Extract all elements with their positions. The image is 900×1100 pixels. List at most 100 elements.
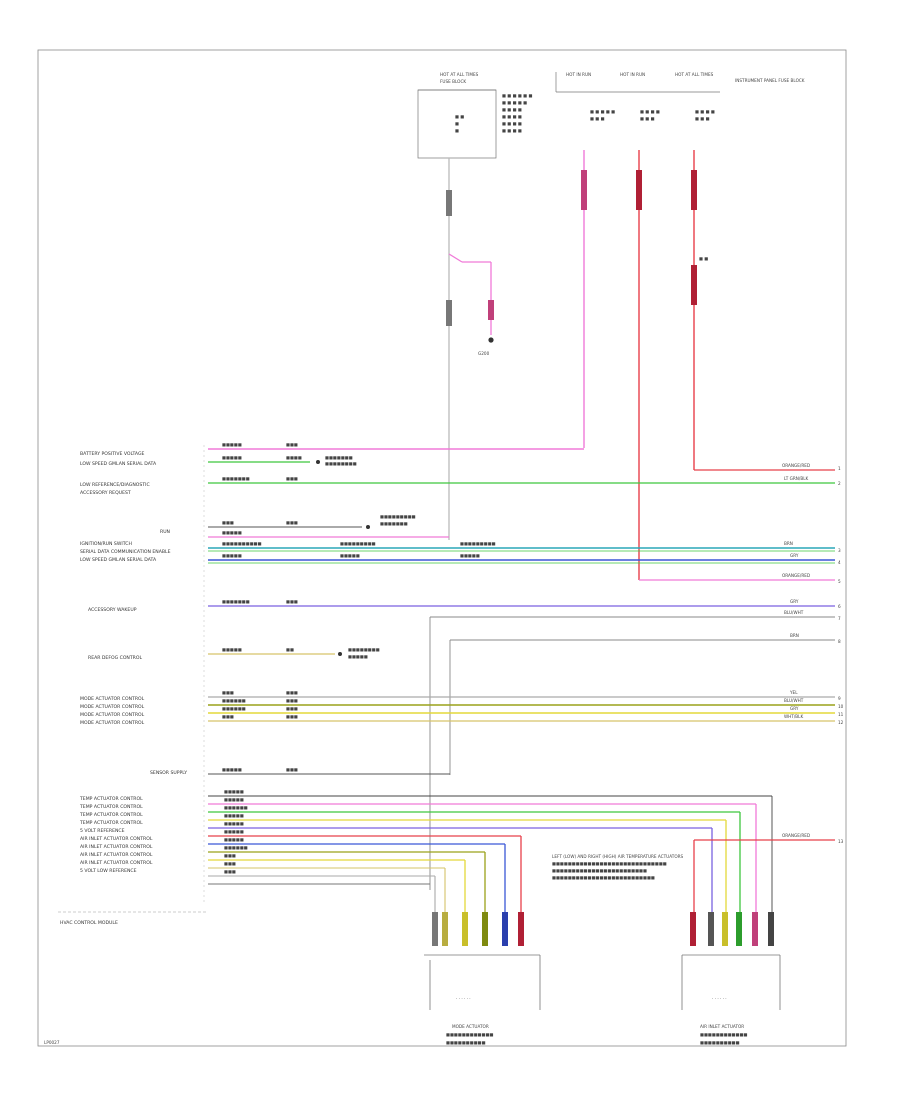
svg-text:■ ■ ■ ■ ■: ■ ■ ■ ■ ■ [502,100,527,105]
svg-text:■■■: ■■■ [224,861,236,866]
svg-text:■■■■■■: ■■■■■■ [222,698,246,703]
svg-text:■■■: ■■■ [286,767,298,772]
svg-text:ACCESSORY REQUEST: ACCESSORY REQUEST [80,490,131,496]
svg-text:■■■: ■■■ [222,520,234,525]
svg-text:■ ■ ■: ■ ■ ■ [640,116,655,121]
svg-text:■■■■: ■■■■ [286,455,302,460]
svg-text:MODE ACTUATOR CONTROL: MODE ACTUATOR CONTROL [80,720,145,726]
svg-text:■■■■■■■: ■■■■■■■ [380,521,408,526]
svg-text:■■■■■■■■■■■■: ■■■■■■■■■■■■ [700,1032,748,1037]
diagram-border [37,49,847,1047]
svg-text:GRY: GRY [790,706,799,711]
svg-text:■ ■ ■: ■ ■ ■ [695,116,710,121]
svg-text:WHT/BLK: WHT/BLK [784,714,803,719]
svg-text:■■■■■: ■■■■■ [222,647,242,652]
svg-text:TEMP ACTUATOR CONTROL: TEMP ACTUATOR CONTROL [79,812,143,818]
svg-text:■■■■■: ■■■■■ [222,530,242,535]
svg-text:TEMP ACTUATOR CONTROL: TEMP ACTUATOR CONTROL [79,820,143,826]
svg-text:4: 4 [838,560,841,565]
svg-text:■■■■■: ■■■■■ [224,837,244,842]
svg-text:· · · · · ·: · · · · · · [712,996,727,1001]
svg-text:2: 2 [838,481,841,486]
svg-text:■■■■■: ■■■■■ [222,442,242,447]
svg-text:HOT AT ALL TIMES: HOT AT ALL TIMES [440,72,479,77]
svg-text:AIR INLET ACTUATOR CONTROL: AIR INLET ACTUATOR CONTROL [80,836,153,842]
svg-text:HVAC CONTROL MODULE: HVAC CONTROL MODULE [60,920,118,926]
svg-text:■■■■■: ■■■■■ [340,553,360,558]
svg-text:LEFT (LOW) AND RIGHT (HIGH) AI: LEFT (LOW) AND RIGHT (HIGH) AIR TEMPERAT… [552,854,684,859]
svg-text:MODE ACTUATOR CONTROL: MODE ACTUATOR CONTROL [80,696,145,702]
svg-text:BRN: BRN [784,541,793,546]
svg-text:SERIAL DATA COMMUNICATION ENAB: SERIAL DATA COMMUNICATION ENABLE [80,549,171,555]
fuse-block-top-right: HOT IN RUN HOT IN RUN HOT AT ALL TIMES I… [555,72,805,121]
svg-text:5: 5 [838,579,841,584]
svg-text:RUN: RUN [160,529,170,535]
svg-text:■ ■: ■ ■ [455,114,464,119]
svg-text:■ ■: ■ ■ [699,256,708,261]
svg-text:· · · · · ·: · · · · · · [456,996,471,1001]
svg-text:AIR INLET ACTUATOR: AIR INLET ACTUATOR [700,1024,744,1029]
svg-text:7: 7 [838,616,841,621]
svg-text:■ ■ ■ ■: ■ ■ ■ ■ [502,114,522,119]
svg-text:YEL: YEL [789,690,798,695]
svg-text:■: ■ [455,121,459,126]
svg-text:■■■■■■■■■■: ■■■■■■■■■■ [446,1040,486,1045]
svg-text:13: 13 [838,839,844,844]
svg-text:HOT AT ALL TIMES: HOT AT ALL TIMES [675,72,714,77]
svg-text:■■■■■■■■■■■■: ■■■■■■■■■■■■ [446,1032,494,1037]
svg-text:■■■■■■: ■■■■■■ [224,805,248,810]
svg-text:■■■: ■■■ [224,853,236,858]
fuse-block-top-left: HOT AT ALL TIMES FUSE BLOCK ■ ■ ■ ■ ■ ■ … [417,72,532,159]
svg-text:ORANGE/RED: ORANGE/RED [782,573,810,578]
svg-text:■■■■■■■■■■: ■■■■■■■■■■ [700,1040,740,1045]
svg-text:TEMP ACTUATOR CONTROL: TEMP ACTUATOR CONTROL [79,796,143,802]
svg-text:■■■■■■: ■■■■■■ [224,845,248,850]
svg-text:■: ■ [455,128,459,133]
svg-text:■ ■ ■: ■ ■ ■ [590,116,605,121]
svg-text:AIR INLET ACTUATOR CONTROL: AIR INLET ACTUATOR CONTROL [80,860,153,866]
svg-text:3: 3 [838,548,841,553]
svg-text:■■■: ■■■ [286,476,298,481]
svg-text:MODE ACTUATOR CONTROL: MODE ACTUATOR CONTROL [80,712,145,718]
svg-text:■■■: ■■■ [222,690,234,695]
svg-text:■■■: ■■■ [222,714,234,719]
svg-text:MODE ACTUATOR CONTROL: MODE ACTUATOR CONTROL [80,704,145,710]
svg-text:TEMP ACTUATOR CONTROL: TEMP ACTUATOR CONTROL [79,804,143,810]
svg-text:LOW REFERENCE/DIAGNOSTIC: LOW REFERENCE/DIAGNOSTIC [80,482,150,488]
svg-text:REAR DEFOG CONTROL: REAR DEFOG CONTROL [88,655,142,661]
svg-text:■■■: ■■■ [286,706,298,711]
svg-text:BLU/WHT: BLU/WHT [784,698,804,703]
svg-text:■■■: ■■■ [286,690,298,695]
svg-text:■ ■ ■ ■: ■ ■ ■ ■ [502,107,522,112]
svg-text:GRY: GRY [790,599,799,604]
svg-text:■■■■■: ■■■■■ [224,797,244,802]
svg-text:■■■■■■■■■■■■■■■■■■■■■■■■■■■■■: ■■■■■■■■■■■■■■■■■■■■■■■■■■■■■ [552,861,667,866]
svg-text:AIR INLET ACTUATOR CONTROL: AIR INLET ACTUATOR CONTROL [80,844,153,850]
svg-text:■■■■■■■■■■: ■■■■■■■■■■ [222,541,262,546]
right-pin-marks: 1 2 3 4 5 6 7 8 9 10 11 12 13 [838,466,844,844]
svg-text:LP0027: LP0027 [44,1040,60,1045]
svg-text:■ ■ ■ ■ ■ ■: ■ ■ ■ ■ ■ ■ [502,93,532,98]
svg-text:6: 6 [838,604,841,609]
svg-text:10: 10 [838,704,844,709]
svg-text:LT GRN/BLK: LT GRN/BLK [784,476,809,481]
svg-text:■■■: ■■■ [224,869,236,874]
svg-text:■■■■■: ■■■■■ [224,829,244,834]
svg-text:■■■■■: ■■■■■ [224,813,244,818]
svg-text:■■■■■■: ■■■■■■ [222,706,246,711]
svg-text:■■■■■■■■■: ■■■■■■■■■ [460,541,496,546]
svg-text:G200: G200 [478,351,490,356]
svg-text:■■■: ■■■ [286,599,298,604]
left-label-column: BATTERY POSITIVE VOLTAGE LOW SPEED GMLAN… [44,451,206,1045]
svg-text:■ ■ ■ ■: ■ ■ ■ ■ [502,128,522,133]
air-inlet-actuator: · · · · · · AIR INLET ACTUATOR ■■■■■■■■■… [552,854,781,1045]
svg-text:11: 11 [838,712,844,717]
svg-text:■■■■■: ■■■■■ [222,553,242,558]
svg-text:8: 8 [838,639,841,644]
svg-text:FUSE BLOCK: FUSE BLOCK [440,79,466,84]
svg-text:■■■■■■■: ■■■■■■■ [222,599,250,604]
svg-text:SENSOR SUPPLY: SENSOR SUPPLY [150,770,187,776]
svg-text:■■■■■■■■■■■■■■■■■■■■■■■■■■: ■■■■■■■■■■■■■■■■■■■■■■■■■■ [552,875,655,880]
mode-actuator: · · · · · · MODE ACTUATOR ■■■■■■■■■■■■ ■… [424,912,541,1045]
